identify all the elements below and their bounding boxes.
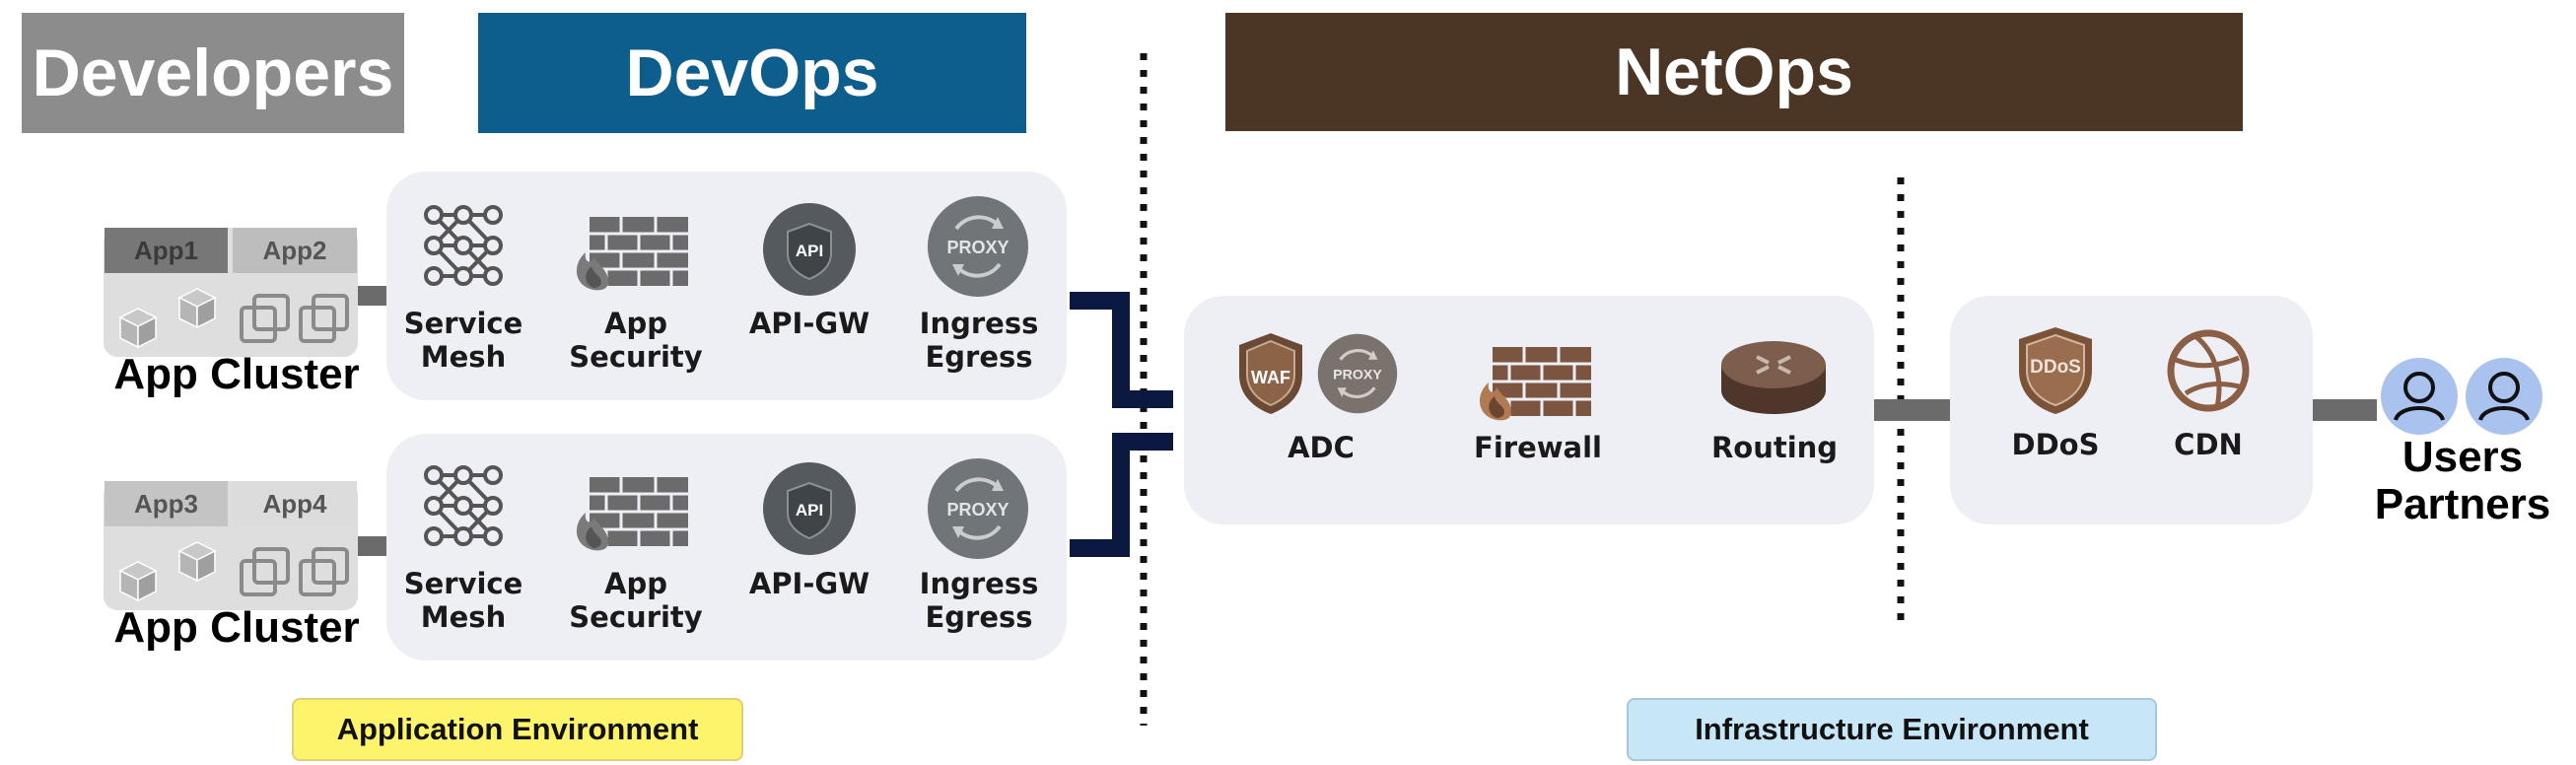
- firewall-icon: [572, 469, 690, 552]
- firewall-icon: [572, 209, 690, 292]
- svg-text:PROXY: PROXY: [946, 238, 1009, 257]
- cube-icon: [110, 529, 231, 608]
- svg-text:WAF: WAF: [1251, 368, 1290, 387]
- firewall-icon: [1475, 339, 1593, 422]
- app-cluster-label: App Cluster: [113, 603, 360, 652]
- infrastructure-environment-label: Infrastructure Environment: [1627, 698, 2157, 761]
- ingress-egress-label: Ingress Egress: [919, 307, 1039, 374]
- developers-banner: Developers: [22, 13, 404, 133]
- service-mesh-label: Service Mesh: [403, 567, 523, 634]
- user-icon: [2465, 357, 2543, 436]
- waf-shield-icon: WAF: [1235, 329, 1306, 418]
- app-security-label: App Security: [569, 567, 703, 634]
- api-gw-label: API-GW: [748, 567, 870, 600]
- windows-icon: [237, 288, 355, 349]
- ddos-label: DDoS: [2011, 428, 2100, 461]
- svg-text:PROXY: PROXY: [1333, 368, 1382, 383]
- cdn-globe-icon: [2166, 328, 2251, 413]
- app-tab: App4: [233, 481, 357, 526]
- devops-banner: DevOps: [478, 13, 1026, 133]
- app-security-label: App Security: [569, 307, 703, 374]
- application-environment-label: Application Environment: [292, 698, 743, 761]
- svg-text:PROXY: PROXY: [946, 500, 1009, 520]
- netops-panel-edge: [1950, 296, 2313, 524]
- windows-icon: [237, 541, 355, 602]
- divider-app-infra: [1140, 53, 1148, 726]
- cube-icon: [110, 276, 231, 355]
- app-cluster-label: App Cluster: [113, 350, 360, 398]
- routing-label: Routing: [1710, 431, 1839, 464]
- ddos-shield-icon: DDoS: [2015, 323, 2096, 418]
- app-tab: App2: [233, 228, 357, 273]
- proxy-icon: PROXY: [1317, 333, 1398, 414]
- app-tab: App3: [104, 481, 228, 526]
- user-icon: [2380, 357, 2459, 436]
- api-gw-label: API-GW: [748, 307, 870, 340]
- proxy-icon: PROXY: [927, 457, 1029, 560]
- service-mesh-icon: [418, 463, 509, 548]
- firewall-label: Firewall: [1474, 431, 1602, 464]
- cdn-label: CDN: [2174, 428, 2243, 461]
- ingress-egress-label: Ingress Egress: [919, 567, 1039, 634]
- app-tab: App1: [104, 228, 228, 273]
- svg-text:API: API: [796, 501, 823, 520]
- netops-banner: NetOps: [1225, 13, 2243, 131]
- svg-text:API: API: [796, 242, 823, 260]
- service-mesh-label: Service Mesh: [403, 307, 523, 374]
- api-gateway-icon: API: [762, 461, 857, 556]
- api-gateway-icon: API: [762, 202, 857, 297]
- adc-label: ADC: [1288, 431, 1355, 464]
- router-icon: [1717, 335, 1830, 418]
- users-partners-label: Users Partners: [2374, 433, 2551, 528]
- service-mesh-icon: [418, 203, 509, 288]
- svg-text:DDoS: DDoS: [2030, 357, 2081, 378]
- proxy-icon: PROXY: [927, 195, 1029, 298]
